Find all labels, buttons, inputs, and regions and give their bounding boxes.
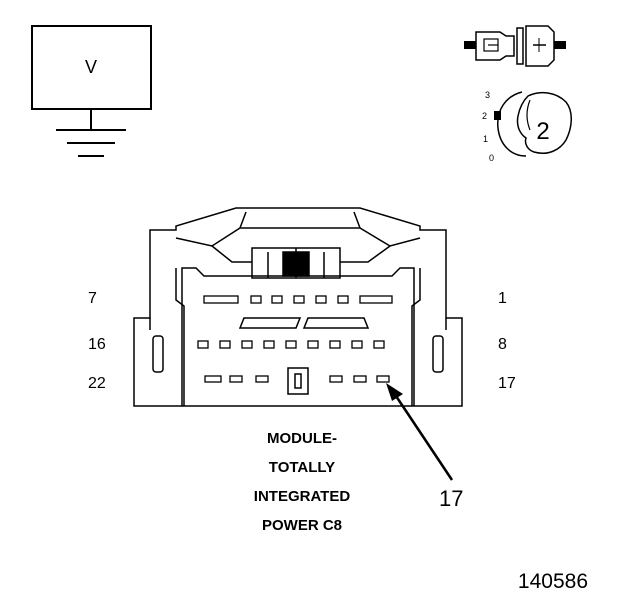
pin-row-2 xyxy=(197,340,385,349)
pin-row-1 xyxy=(203,295,393,304)
connector-name-line-2: TOTALLY xyxy=(269,459,335,476)
pin-label-7: 7 xyxy=(88,290,97,307)
connector-housing xyxy=(133,207,463,407)
pin-label-16: 16 xyxy=(88,336,106,353)
ground-icon xyxy=(56,129,126,157)
pin-label-17: 17 xyxy=(498,375,516,392)
connector-c8 xyxy=(133,207,463,407)
callout-label: 17 xyxy=(439,486,463,511)
callout-arrow xyxy=(386,383,454,481)
ignition-position-1: 1 xyxy=(483,134,488,144)
voltmeter-box xyxy=(31,25,152,110)
connector-name-line-3: INTEGRATED xyxy=(254,488,351,505)
pin-label-8: 8 xyxy=(498,336,507,353)
ignition-position-2: 2 xyxy=(482,111,487,121)
pin-label-1: 1 xyxy=(498,290,507,307)
ignition-switch-icon: 3 2 1 0 2 xyxy=(482,90,572,163)
connector-pair-icon xyxy=(464,25,566,67)
ignition-selected-position: 2 xyxy=(536,118,549,145)
ignition-position-3: 3 xyxy=(485,90,490,100)
connector-name-line-1: MODULE- xyxy=(267,430,337,447)
pin-label-22: 22 xyxy=(88,375,106,392)
pin-row-3 xyxy=(204,375,390,383)
voltmeter-symbol: V xyxy=(31,25,152,157)
connector-name-line-4: POWER C8 xyxy=(262,517,342,534)
figure-id: 140586 xyxy=(518,570,588,593)
ignition-position-0: 0 xyxy=(489,153,494,163)
voltmeter-label: V xyxy=(85,57,97,77)
